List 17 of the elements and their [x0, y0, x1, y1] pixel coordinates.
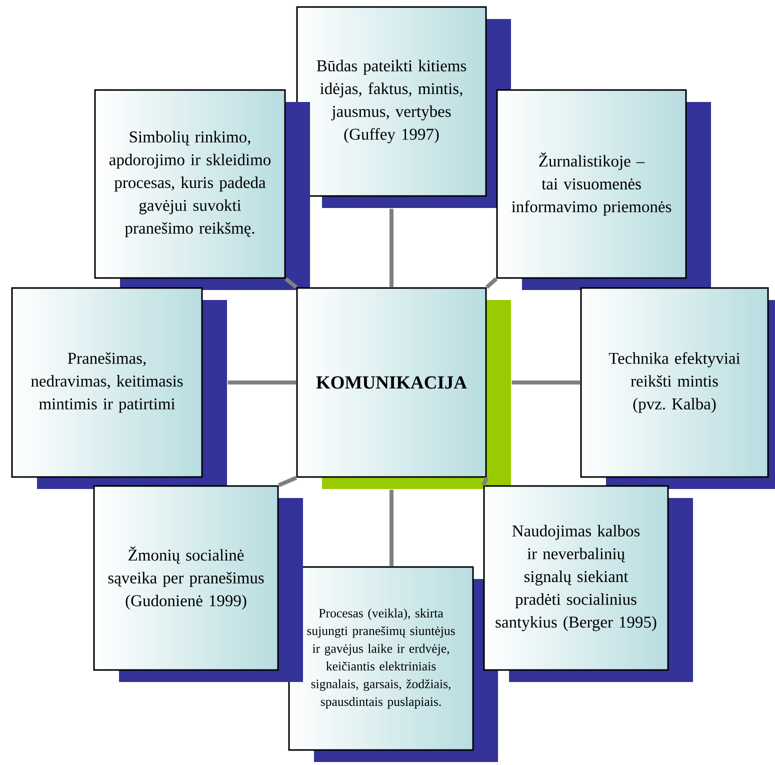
connector-line	[228, 380, 296, 384]
definition-box: Žurnalistikoje – tai visuomenės informavimo priemonės	[496, 89, 687, 279]
connector-line	[390, 490, 394, 566]
central-box: KOMUNIKACIJA	[296, 287, 487, 478]
definition-box: Procesas (veikla), skirta sujungti pranešimų siuntėjus ir gavėjus laike ir erdvėje, keičiantis elektriniais signalais, garsais, žodžiais, spausdintais puslapiais.	[288, 566, 474, 751]
connector-line	[278, 476, 298, 488]
definition-box: Simbolių rinkimo, apdorojimo ir skleidimo procesas, kuris padeda gavėjui suvokti pranešimo reikšmę.	[94, 89, 286, 279]
definition-box: Žmonių socialinė sąveika per pranešimus (Gudonienė 1999)	[93, 485, 279, 671]
connector-line	[485, 277, 498, 289]
definition-box: Pranešimas, nedravimas, keitimasis mintimis ir patirtimi	[11, 287, 203, 478]
connector-line	[481, 476, 489, 486]
definition-box: Naudojimas kalbos ir neverbalinių signalų siekiant pradėti socialinius santykius (Berger 1995)	[483, 485, 669, 671]
connector-line	[284, 277, 298, 289]
connector-line	[390, 208, 394, 288]
definition-box: Technika efektyviai reikšti mintis (pvz. Kalba)	[580, 287, 769, 478]
definition-box: Būdas pateikti kitiems idėjas, faktus, mintis, jausmus, vertybes (Guffey 1997)	[296, 6, 487, 197]
connector-line	[512, 380, 580, 384]
